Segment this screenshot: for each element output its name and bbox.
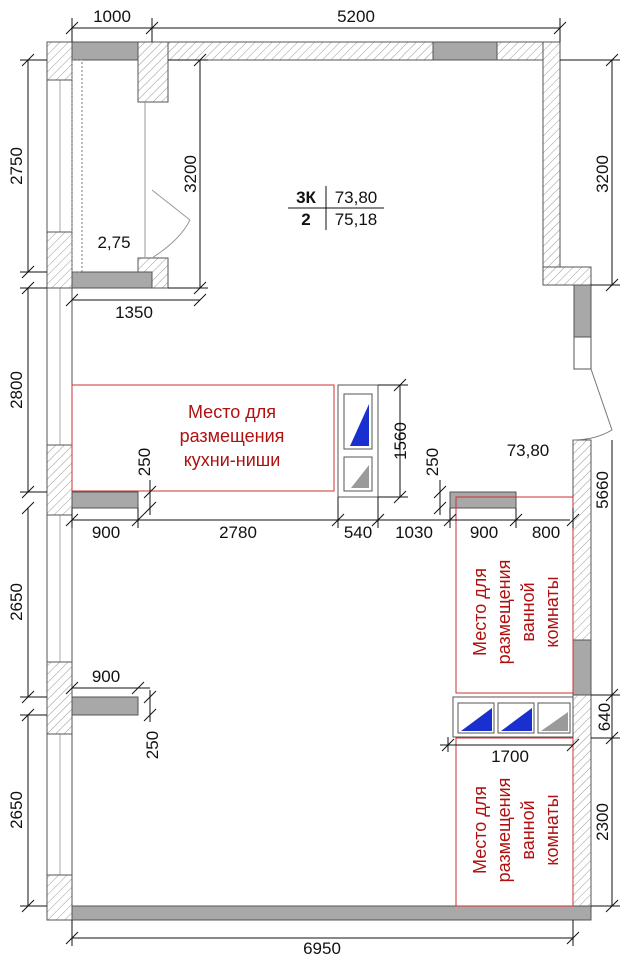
partition-stub-lower xyxy=(71,696,139,716)
kitchen-label-line2: размещения xyxy=(180,426,285,446)
dim-row-900-right: 900 xyxy=(470,523,498,542)
dimension-labels: 1000 5200 2750 3200 3200 1350 2800 1560 … xyxy=(7,7,614,958)
dim-right-top: 3200 xyxy=(593,155,612,193)
dim-bath-unit-depth: 640 xyxy=(595,703,614,731)
dim-balcony-bottom: 1350 xyxy=(115,303,153,322)
bath-zone-upper xyxy=(455,496,574,694)
dim-top-main: 5200 xyxy=(337,7,375,26)
kitchen-zone-label: Место для размещения кухни-ниши xyxy=(180,402,285,470)
balcony-area: 2,75 xyxy=(97,233,130,252)
kitchen-zone xyxy=(71,384,335,492)
zones xyxy=(71,384,574,907)
balcony-top-corner xyxy=(137,41,169,103)
dim-top-balcony: 1000 xyxy=(93,7,131,26)
left-pier-4 xyxy=(46,661,73,735)
top-wall-solid-right xyxy=(432,41,498,61)
right-wall-upper xyxy=(542,41,561,268)
right-wall-pier xyxy=(573,284,592,338)
dim-balcony-depth: 3200 xyxy=(181,155,200,193)
bath-zone-lower-label: Место для размещения ванной комнаты xyxy=(470,778,562,883)
balcony-glazing xyxy=(71,59,83,273)
left-pier-1 xyxy=(46,41,73,81)
dim-stub-right: 250 xyxy=(423,448,442,476)
room-area: 73,80 xyxy=(507,441,550,460)
dim-row-800: 800 xyxy=(532,523,560,542)
dim-row-2780: 2780 xyxy=(219,523,257,542)
balcony-bottom-wall xyxy=(71,271,153,289)
kitchen-label-line3: кухни-ниши xyxy=(184,450,281,470)
dim-row-900-left: 900 xyxy=(92,523,120,542)
dim-inner-stub-width: 900 xyxy=(92,667,120,686)
dim-right-bottom: 2300 xyxy=(593,803,612,841)
top-wall xyxy=(151,41,561,61)
right-wall-lower-pier xyxy=(572,639,592,696)
dimension-lines xyxy=(20,18,620,946)
bath-upper-line3: ванной xyxy=(518,582,538,641)
dim-right-lower: 5660 xyxy=(593,471,612,509)
left-pier-2 xyxy=(46,231,73,289)
walls xyxy=(46,41,592,921)
bath-upper-line1: Место для xyxy=(470,568,490,656)
bath-zone-lower xyxy=(455,737,574,907)
bath-lower-line4: комнаты xyxy=(542,794,562,865)
bath-upper-line2: размещения xyxy=(494,560,514,665)
partition-stub-left xyxy=(71,491,139,509)
dim-bottom-total: 6950 xyxy=(303,939,341,958)
right-wall-window xyxy=(573,336,592,370)
dim-left-mid: 2800 xyxy=(7,371,26,409)
kitchen-riser xyxy=(337,384,379,498)
right-wall-step xyxy=(542,266,592,286)
dim-left-lower-1: 2650 xyxy=(7,583,26,621)
bath-upper-line4: комнаты xyxy=(542,576,562,647)
bath-riser xyxy=(452,696,574,738)
summary-row1-value: 73,80 xyxy=(335,188,378,207)
summary-row2-value: 75,18 xyxy=(335,210,378,229)
bottom-wall xyxy=(46,905,592,921)
summary-table: 3К 73,80 2 75,18 xyxy=(288,186,384,230)
dim-row-540: 540 xyxy=(344,523,372,542)
bath-lower-line1: Место для xyxy=(470,786,490,874)
bath-lower-line3: ванной xyxy=(518,800,538,859)
dim-stub-left: 250 xyxy=(135,448,154,476)
dim-bath-unit-width: 1700 xyxy=(491,747,529,766)
summary-row1-label: 3К xyxy=(296,188,316,207)
summary-row2-label: 2 xyxy=(301,210,310,229)
kitchen-label-line1: Место для xyxy=(188,402,276,422)
bath-zone-upper-label: Место для размещения ванной комнаты xyxy=(470,560,562,665)
area-labels: 2,75 3К 73,80 2 75,18 73,80 Место для ра… xyxy=(97,186,562,882)
left-pier-3 xyxy=(46,444,73,516)
dim-left-balcony: 2750 xyxy=(7,147,26,185)
partition-stub-right xyxy=(449,491,517,509)
left-pier-5 xyxy=(46,874,73,921)
dim-kitchen-height: 1560 xyxy=(391,422,410,460)
dim-row-1030: 1030 xyxy=(395,523,433,542)
doors xyxy=(151,189,613,441)
dim-left-lower-2: 2650 xyxy=(7,791,26,829)
bath-lower-line2: размещения xyxy=(494,778,514,883)
dim-inner-stub-thickness: 250 xyxy=(143,731,162,759)
